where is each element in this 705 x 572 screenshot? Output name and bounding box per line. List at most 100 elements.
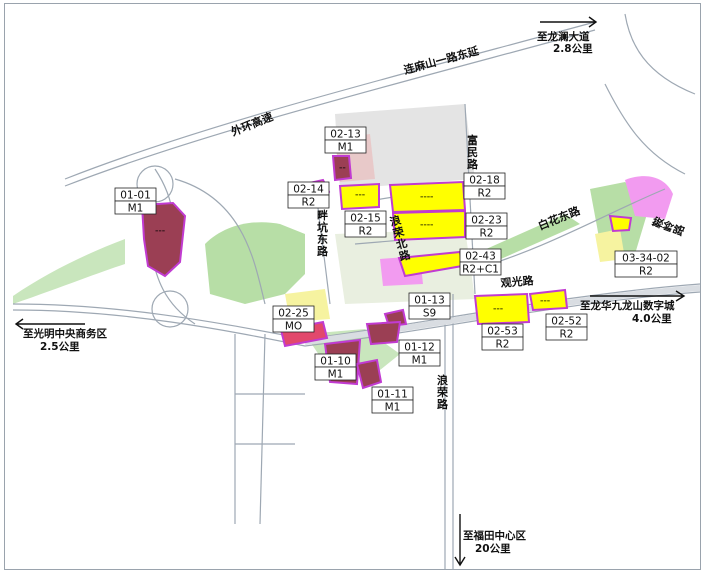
direction-arrows: [14, 16, 686, 567]
plot-id-label: 01-11: [377, 389, 408, 401]
dir-futian-distance: 20公里: [475, 543, 511, 555]
plot-use-label: S9: [423, 308, 436, 320]
plot-use-label: M1: [128, 203, 144, 215]
road-label-langrong-road: 浪荣路: [436, 373, 449, 411]
plot-02-52-shape: [528, 288, 569, 312]
plot-id-label: 01-01: [120, 190, 151, 202]
plot-id-label: 02-53: [487, 326, 518, 338]
map-frame: ≡≡≡ ≡≡ ≡≡≡ ≡≡≡≡ ≡≡≡≡ ≡≡≡ ≡≡≡ 外环高速 连麻山一路东…: [4, 3, 701, 570]
arrow-guangming: [14, 318, 85, 330]
green-area-west: [13, 239, 125, 304]
plot-id-label: 02-25: [278, 308, 309, 320]
road-label-guanguang: 观光路: [500, 273, 535, 290]
plot-tag-use-box: [408, 305, 451, 320]
dir-guangming: 至光明中央商务区: [23, 327, 107, 340]
plot-use-label: R2: [560, 329, 574, 341]
plot-id-label: 02-43: [465, 251, 496, 263]
plot-tag-use-box: [344, 223, 387, 238]
plot-id-label: 02-14: [293, 184, 324, 196]
dir-longlan-distance: 2.8公里: [553, 43, 593, 55]
plot-use-label: M1: [328, 369, 344, 381]
plot-id-label: 02-15: [350, 213, 381, 225]
plot-tag-use-box: [459, 261, 502, 276]
dir-longlan: 至龙澜大道: [537, 30, 590, 43]
plot-use-label: M1: [338, 142, 354, 154]
plot-02-23-shape: [391, 209, 466, 242]
land-use-map: ≡≡≡ ≡≡ ≡≡≡ ≡≡≡≡ ≡≡≡≡ ≡≡≡ ≡≡≡ 外环高速 连麻山一路东…: [12, 13, 700, 569]
plot-id-label: 01-12: [404, 342, 435, 354]
plot-id-label: 01-10: [320, 356, 351, 368]
plot-id-label: 01-13: [414, 295, 445, 307]
dir-jiulongshan: 至龙华九龙山数字城: [580, 299, 675, 312]
plot-tag-use-box: [545, 326, 588, 341]
plot-tag-use-box: [114, 200, 157, 215]
svg-text:≡≡≡≡: ≡≡≡≡: [420, 194, 433, 199]
plot-id-label: 02-18: [469, 175, 500, 187]
svg-text:≡≡≡: ≡≡≡: [493, 306, 503, 311]
plot-use-label: R2: [496, 339, 510, 351]
dir-guangming-distance: 2.5公里: [40, 341, 80, 353]
road-label-outer-ring: 外环高速: [228, 109, 275, 139]
plot-01-12-shape: [365, 320, 402, 346]
plot-use-label: MO: [285, 321, 302, 333]
plot-tag-use-box: [314, 366, 357, 381]
road-label-pankeng-east-road: 畔坑东路: [317, 208, 329, 258]
plot-use-label: R2: [359, 226, 373, 238]
plot-tag-use-box: [272, 318, 315, 333]
plot-id-label: 03-34-02: [622, 253, 670, 265]
plot-use-label: R2: [639, 266, 653, 278]
svg-text:≡≡≡≡: ≡≡≡≡: [420, 222, 433, 227]
plot-use-label: R2: [480, 228, 494, 240]
svg-text:≡≡: ≡≡: [339, 165, 346, 170]
plot-02-53-shape: [473, 292, 531, 326]
plot-id-label: 02-52: [551, 316, 582, 328]
plot-use-label: M1: [385, 402, 401, 414]
plot-tag-use-box: [481, 336, 524, 351]
arrow-jiulongshan: [590, 290, 686, 302]
svg-text:≡≡≡: ≡≡≡: [355, 192, 365, 197]
plot-02-15-shape: [338, 182, 380, 211]
svg-text:≡≡≡: ≡≡≡: [155, 228, 165, 233]
green-area-ring: [205, 222, 305, 304]
plot-tag-use-box: [287, 194, 330, 209]
plot-tags: 01-01M102-13M102-14R202-15R202-18R202-23…: [114, 126, 678, 414]
road-label-langrong-north-road: 浪荣北路: [387, 212, 412, 264]
plot-use-label: R2: [478, 188, 492, 200]
svg-text:≡≡≡: ≡≡≡: [540, 298, 550, 303]
plot-use-label: R2: [302, 197, 316, 209]
plot-tag-use-box: [463, 185, 506, 200]
plot-id-label: 02-23: [471, 215, 502, 227]
plot-tag-use-box: [371, 399, 414, 414]
plot-02-13-shape: [331, 155, 353, 182]
plot-tag-use-box: [324, 139, 367, 154]
commercial-east: [625, 176, 673, 219]
plot-inner-marks: ≡≡≡ ≡≡ ≡≡≡ ≡≡≡≡ ≡≡≡≡ ≡≡≡ ≡≡≡: [155, 165, 550, 311]
plot-01-11-shape: [355, 358, 383, 390]
plot-tag-use-box: [465, 225, 508, 240]
arrow-futian: [454, 514, 466, 567]
plot-id-label: 02-13: [330, 129, 361, 141]
arrow-longlan: [540, 16, 598, 28]
plot-01-01-shape: [140, 201, 187, 278]
plot-use-label: R2+C1: [462, 264, 499, 276]
plot-tag-use-box: [398, 352, 441, 367]
dir-futian: 至福田中心区: [463, 529, 526, 542]
dir-jiulongshan-distance: 4.0公里: [632, 313, 672, 325]
plot-tag-use-box: [614, 263, 678, 278]
